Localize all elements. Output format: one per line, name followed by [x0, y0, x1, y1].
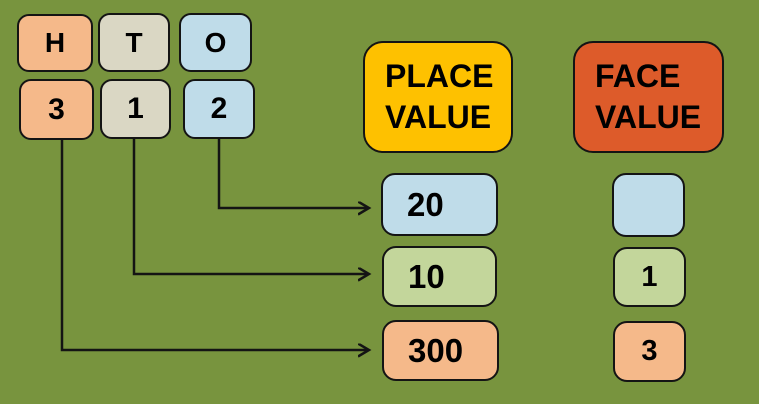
place-value-title-line2: VALUE: [385, 99, 492, 135]
place-value-tens-box: 10: [382, 246, 497, 307]
arrow-tens-to-place-value: [132, 139, 368, 274]
ones-header-tile: O: [179, 13, 252, 72]
tens-header-tile: T: [98, 13, 170, 72]
digit-tens-tile: 1: [100, 79, 171, 139]
digit-hundreds-tile: 3: [19, 79, 94, 140]
place-value-hundreds-box: 300: [382, 320, 499, 381]
face-value-ones-box: [612, 173, 685, 237]
digit-ones-tile: 2: [183, 79, 255, 139]
face-value-tens-box: 1: [613, 247, 686, 307]
face-value-title-line2: VALUE: [595, 99, 702, 135]
face-value-title-card: FACE VALUE: [573, 41, 724, 153]
hundreds-header-tile: H: [17, 14, 93, 72]
place-value-title-card: PLACE VALUE: [363, 41, 513, 153]
face-value-title-line1: FACE: [595, 58, 681, 94]
place-value-title-line1: PLACE: [385, 58, 494, 94]
arrow-ones-to-place-value: [217, 139, 368, 208]
place-value-ones-box: 20: [381, 173, 498, 236]
face-value-hundreds-box: 3: [613, 321, 686, 382]
arrow-hundreds-to-place-value: [60, 140, 368, 350]
